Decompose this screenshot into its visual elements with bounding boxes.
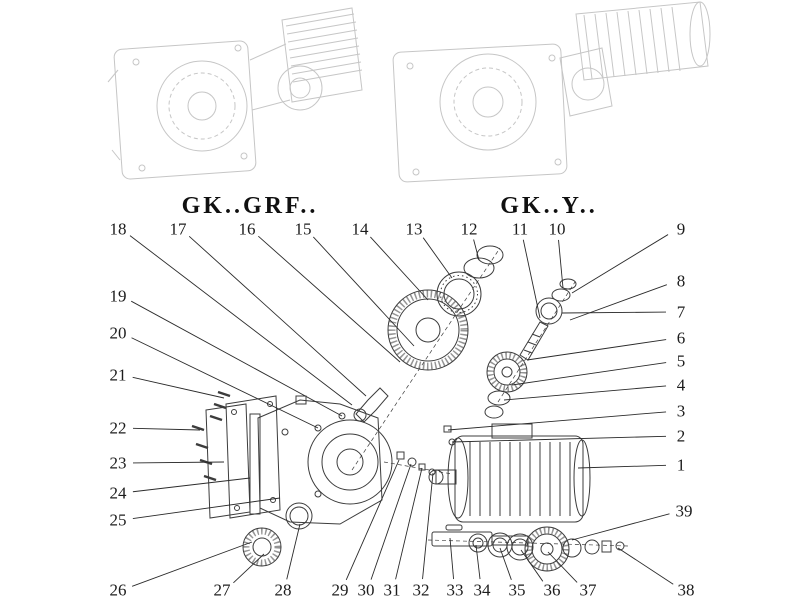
leader-line-31 bbox=[395, 467, 423, 580]
leader-line-13 bbox=[422, 237, 453, 279]
callout-36: 36 bbox=[543, 580, 561, 600]
callout-24: 24 bbox=[109, 483, 127, 503]
gearbox-drawing-y bbox=[392, 1, 711, 183]
leader-line-14 bbox=[370, 236, 429, 301]
cover-plate-parts bbox=[191, 390, 281, 519]
leader-line-33 bbox=[449, 537, 455, 580]
leader-line-21 bbox=[132, 376, 225, 399]
callout-31: 31 bbox=[383, 580, 401, 600]
bolt-set bbox=[191, 390, 231, 482]
intermediate-gear-assembly bbox=[353, 245, 504, 423]
axis-input-shaft bbox=[497, 281, 576, 403]
housing-part bbox=[249, 395, 456, 525]
callout-7: 7 bbox=[676, 302, 686, 322]
leader-line-8 bbox=[569, 284, 668, 321]
leader-line-1 bbox=[577, 464, 667, 469]
leader-line-23 bbox=[132, 461, 225, 464]
leader-line-32 bbox=[422, 472, 434, 580]
leader-line-4 bbox=[503, 385, 667, 401]
callout-32: 32 bbox=[412, 580, 430, 600]
leader-line-11 bbox=[522, 239, 541, 319]
leader-line-19 bbox=[131, 300, 343, 417]
exploded-view-drawing bbox=[191, 245, 629, 572]
leader-line-10 bbox=[558, 239, 564, 289]
leader-line-17 bbox=[188, 235, 367, 397]
callout-17: 17 bbox=[169, 219, 187, 239]
callout-28: 28 bbox=[274, 580, 292, 600]
leader-line-22 bbox=[132, 427, 201, 431]
callout-6: 6 bbox=[676, 328, 686, 348]
variant-label-y: GK..Y.. bbox=[500, 193, 598, 219]
leader-line-20 bbox=[131, 337, 319, 429]
callout-4: 4 bbox=[676, 375, 686, 395]
callout-2: 2 bbox=[676, 426, 686, 446]
leader-line-38 bbox=[617, 547, 674, 585]
callout-12: 12 bbox=[460, 219, 478, 239]
callout-15: 15 bbox=[294, 219, 312, 239]
leader-line-16 bbox=[258, 235, 401, 363]
callout-10: 10 bbox=[548, 219, 566, 239]
callout-9: 9 bbox=[676, 219, 686, 239]
leader-line-9 bbox=[571, 234, 669, 294]
variant-label-grf: GK..GRF.. bbox=[181, 193, 319, 219]
axis-intermediate-shaft bbox=[351, 247, 501, 471]
leader-line-30 bbox=[370, 463, 412, 580]
callout-27: 27 bbox=[213, 580, 231, 600]
leader-line-28 bbox=[286, 523, 301, 580]
callout-38: 38 bbox=[677, 580, 695, 600]
callout-30: 30 bbox=[357, 580, 375, 600]
callout-35: 35 bbox=[508, 580, 526, 600]
gearbox-drawing-grf bbox=[107, 7, 363, 180]
leader-line-25 bbox=[132, 497, 281, 519]
leader-line-35 bbox=[499, 547, 512, 580]
callout-1: 1 bbox=[676, 455, 686, 475]
callout-20: 20 bbox=[109, 323, 127, 343]
callout-22: 22 bbox=[109, 418, 127, 438]
motor-part bbox=[428, 423, 591, 523]
leader-line-6 bbox=[526, 339, 667, 361]
leader-lines-layer bbox=[129, 234, 674, 587]
leader-line-37 bbox=[547, 551, 578, 583]
leader-line-12 bbox=[473, 239, 480, 261]
callout-34: 34 bbox=[473, 580, 491, 600]
callout-19: 19 bbox=[109, 286, 127, 306]
axis-motor bbox=[383, 461, 453, 475]
callout-25: 25 bbox=[109, 510, 127, 530]
leader-line-34 bbox=[475, 544, 481, 580]
leader-line-2 bbox=[451, 435, 667, 443]
callout-14: 14 bbox=[351, 219, 369, 239]
bearing-cover-rings bbox=[242, 502, 313, 567]
callout-39: 39 bbox=[675, 501, 693, 521]
callout-13: 13 bbox=[405, 219, 423, 239]
callout-29: 29 bbox=[331, 580, 349, 600]
leader-line-7 bbox=[561, 311, 667, 314]
leader-line-27 bbox=[233, 553, 265, 584]
leader-line-26 bbox=[131, 541, 253, 587]
callout-37: 37 bbox=[579, 580, 597, 600]
output-shaft-assembly bbox=[431, 524, 625, 572]
small-fastener-parts bbox=[396, 451, 436, 476]
callout-5: 5 bbox=[676, 351, 686, 371]
leader-line-24 bbox=[132, 477, 251, 493]
callout-26: 26 bbox=[109, 580, 127, 600]
callout-21: 21 bbox=[109, 365, 127, 385]
leader-line-3 bbox=[447, 411, 667, 431]
callout-11: 11 bbox=[511, 219, 529, 239]
callout-3: 3 bbox=[676, 401, 686, 421]
callout-8: 8 bbox=[676, 271, 686, 291]
leader-line-36 bbox=[520, 549, 544, 582]
leader-line-5 bbox=[511, 362, 667, 386]
callout-33: 33 bbox=[446, 580, 464, 600]
leader-line-18 bbox=[129, 235, 353, 406]
leader-line-29 bbox=[345, 459, 400, 581]
input-pinion-assembly bbox=[484, 278, 577, 419]
leader-line-39 bbox=[571, 513, 670, 541]
leader-line-15 bbox=[312, 236, 415, 347]
callout-23: 23 bbox=[109, 453, 127, 473]
callout-18: 18 bbox=[109, 219, 127, 239]
callout-16: 16 bbox=[238, 219, 256, 239]
